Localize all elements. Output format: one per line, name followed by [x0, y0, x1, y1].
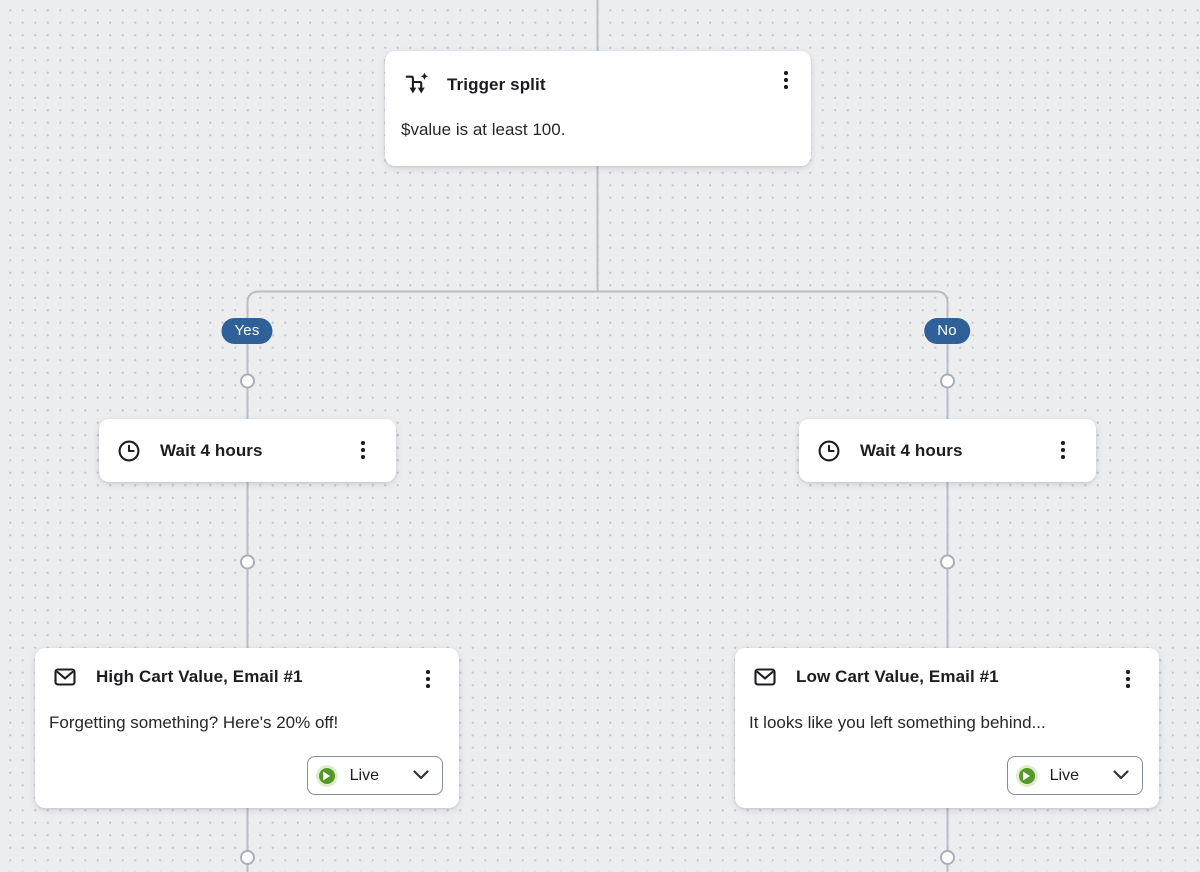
kebab-menu-icon[interactable] — [1050, 435, 1076, 465]
email-icon — [53, 665, 77, 689]
wait-title: Wait 4 hours — [160, 440, 263, 460]
kebab-menu-icon[interactable] — [1115, 664, 1141, 694]
branch-label-no: No — [924, 318, 970, 344]
connector-node[interactable] — [240, 554, 255, 570]
email-card-low-cart-value[interactable]: Low Cart Value, Email #1 It looks like y… — [735, 648, 1159, 808]
branch-label-yes: Yes — [221, 318, 273, 344]
email-title: High Cart Value, Email #1 — [96, 667, 303, 686]
kebab-menu-icon[interactable] — [415, 664, 441, 694]
email-title: Low Cart Value, Email #1 — [796, 667, 999, 686]
chevron-down-icon — [413, 768, 429, 783]
clock-icon — [117, 439, 141, 463]
status-label: Live — [1049, 766, 1079, 784]
live-status-icon — [1015, 764, 1038, 787]
status-label: Live — [349, 766, 379, 784]
trigger-split-condition: $value is at least 100. — [401, 120, 566, 139]
trigger-split-card[interactable]: Trigger split $value is at least 100. — [385, 51, 811, 166]
kebab-menu-icon[interactable] — [773, 65, 799, 95]
trigger-split-title: Trigger split — [447, 74, 546, 94]
email-icon — [753, 665, 777, 689]
chevron-down-icon — [1113, 768, 1129, 783]
kebab-menu-icon[interactable] — [350, 435, 376, 465]
trigger-split-icon — [403, 72, 428, 97]
email-card-high-cart-value[interactable]: High Cart Value, Email #1 Forgetting som… — [35, 648, 459, 808]
clock-icon — [817, 439, 841, 463]
status-dropdown[interactable]: Live — [306, 756, 443, 795]
status-dropdown[interactable]: Live — [1006, 756, 1143, 795]
connector-node[interactable] — [940, 554, 955, 570]
connector-node[interactable] — [940, 373, 955, 389]
wait-title: Wait 4 hours — [860, 440, 963, 460]
live-status-icon — [315, 764, 338, 787]
email-subject: Forgetting something? Here's 20% off! — [49, 713, 339, 732]
connector-node[interactable] — [240, 850, 255, 865]
connector-node[interactable] — [240, 373, 255, 389]
wait-card-yes[interactable]: Wait 4 hours — [99, 419, 396, 482]
email-subject: It looks like you left something behind.… — [749, 713, 1046, 732]
wait-card-no[interactable]: Wait 4 hours — [799, 419, 1096, 482]
connector-node[interactable] — [940, 850, 955, 865]
